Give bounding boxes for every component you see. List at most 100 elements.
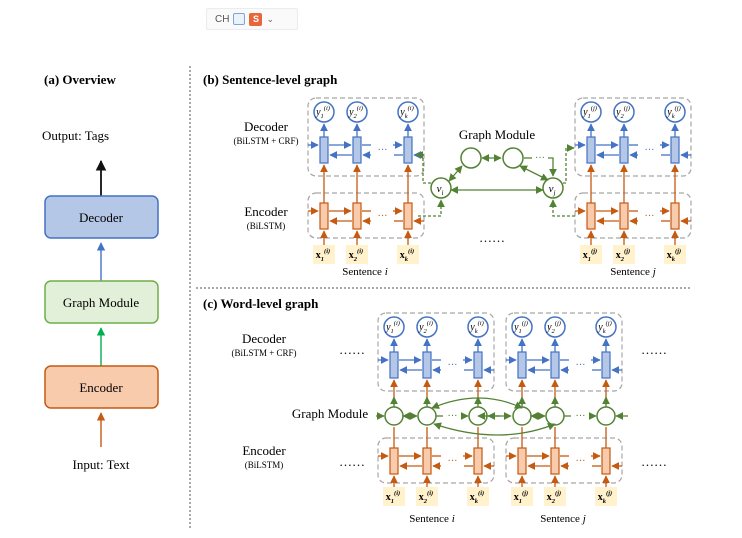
b-sentence-i-token-2: x2(i) [349, 248, 363, 263]
c-graph-node-1-1 [512, 406, 532, 426]
c-sentence-j-token-bg-1 [511, 487, 533, 506]
browser-toolbar: CH S ⌄ [206, 8, 298, 30]
b-dash-enc-j-to-vj [549, 199, 575, 217]
encoder-block-label: Encoder [79, 380, 123, 395]
c-sentence-j-encoder-cell-k [601, 447, 611, 475]
graph-module-block-label: Graph Module [63, 295, 139, 310]
b-sentence-i-output-label-k: yk(i) [399, 105, 413, 120]
panel-b-decoder-label: Decoder [244, 119, 289, 134]
b-sentence-i-enc-dots: ··· [378, 211, 388, 222]
b-graph-node-0 [460, 147, 482, 169]
b-sentence-j-token-bg-2 [613, 245, 635, 264]
b-graph-node-1 [502, 147, 524, 169]
c-sentence-i-token-2: x2(i) [419, 490, 433, 505]
c-sentence-i-enc-dots: ··· [448, 456, 458, 467]
b-sentence-i-decoder-cell-2 [352, 136, 362, 164]
panel-c-graph-module-label: Graph Module [292, 406, 368, 421]
c-cross-edge-2 [433, 422, 556, 436]
b-sentence-i-encoder-cell-1 [319, 202, 329, 230]
panel-a-title: (a) Overview [44, 72, 116, 87]
c-sentence-i-output-label-1: y1(i) [385, 320, 400, 335]
panel-b-encoder-sub: (BiLSTM) [247, 221, 286, 231]
c-sentence-j-output-label-2: y2(j) [546, 320, 561, 335]
panel-b-decoder-sub: (BiLSTM + CRF) [233, 136, 298, 146]
b-sentence-j-encoder-cell-2 [619, 202, 629, 230]
c-sentence-i-token-bg-2 [416, 487, 438, 506]
c-cross-edge-1 [431, 397, 523, 409]
c-sentence-j-decoder-cell-1 [517, 351, 527, 379]
c-sentence-j-encoder-cell-1 [517, 447, 527, 475]
b-sentence-i-decoder-cell-1 [319, 136, 329, 164]
b-graph-dots: ··· [535, 153, 545, 164]
panel-c-ellipsis-left-top: …… [339, 342, 365, 357]
b-sentence-j-output-label-k: yk(j) [666, 105, 680, 120]
c-sentence-j-token-k: xk(j) [598, 490, 612, 505]
b-edge-vi-n0 [448, 165, 463, 182]
c-graph-node-1-2 [545, 406, 565, 426]
c-sentence-i-token-bg-k [467, 487, 489, 506]
panel-c-encoder-sub: (BiLSTM) [245, 460, 284, 470]
generated-diagram-elements: y1(i)x1(i)y2(i)x2(i)yk(i)xk(i)······y1(j… [307, 97, 692, 525]
language-label[interactable]: CH [215, 13, 230, 25]
c-sentence-i-decoder-cell-k [473, 351, 483, 379]
b-sentence-j-dec-dots: ··· [645, 145, 655, 156]
c-sentence-i-label: Sentence i [409, 513, 455, 525]
c-sentence-i-dec-dots: ··· [448, 360, 458, 371]
c-sentence-i-output-label-2: y2(i) [418, 320, 433, 335]
b-sentence-i-token-bg-1 [313, 245, 335, 264]
b-sentence-i-encoder-container [307, 192, 425, 239]
panel-b-title: (b) Sentence-level graph [203, 72, 338, 87]
b-node-vj-label: vj [549, 183, 556, 197]
chevron-down-icon[interactable]: ⌄ [266, 13, 274, 24]
b-sentence-j-label: Sentence j [610, 266, 656, 278]
input-text-label: Input: Text [73, 457, 130, 472]
b-sentence-i-encoder-cell-2 [352, 202, 362, 230]
c-sentence-i-output-node-k [467, 316, 489, 338]
c-sentence-j-output-label-k: yk(j) [597, 320, 611, 335]
b-sentence-j-encoder-cell-k [670, 202, 680, 230]
c-sentence-j-output-node-1 [511, 316, 533, 338]
b-sentence-j-output-label-1: y1(j) [582, 105, 597, 120]
b-sentence-i-decoder-container [307, 97, 425, 177]
b-sentence-j-decoder-cell-1 [586, 136, 596, 164]
b-sentence-j-output-node-2 [613, 101, 635, 123]
encoder-block [44, 365, 159, 409]
b-sentence-i-output-label-2: y2(i) [348, 105, 363, 120]
c-sentence-i-encoder-cell-2 [422, 447, 432, 475]
b-sentence-i-token-bg-k [397, 245, 419, 264]
c-graph-node-1-k [596, 406, 616, 426]
c-sentence-i-encoder-container [377, 437, 495, 484]
c-sentence-j-enc-dots: ··· [576, 456, 586, 467]
b-sentence-i-dec-dots: ··· [378, 145, 388, 156]
c-sentence-i-output-label-k: yk(i) [469, 320, 483, 335]
panel-b-graph-module-label: Graph Module [459, 127, 535, 142]
c-sentence-j-token-1: x1(j) [514, 490, 528, 505]
panel-c-ellipsis-right-top: …… [641, 342, 667, 357]
panel-c-encoder-label: Encoder [242, 443, 286, 458]
c-sentence-j-decoder-container [505, 312, 623, 392]
panel-c-decoder-label: Decoder [242, 331, 287, 346]
b-sentence-j-token-2: x2(j) [616, 248, 630, 263]
s-logo-icon[interactable]: S [249, 12, 263, 26]
b-sentence-j-token-bg-k [664, 245, 686, 264]
panel-c-title: (c) Word-level graph [203, 296, 319, 311]
b-sentence-j-output-node-1 [580, 101, 602, 123]
b-sentence-i-token-k: xk(i) [400, 248, 414, 263]
c-sentence-j-encoder-cell-2 [550, 447, 560, 475]
document-icon[interactable] [233, 13, 246, 25]
c-sentence-i-token-k: xk(i) [470, 490, 484, 505]
c-sentence-i-encoder-cell-1 [389, 447, 399, 475]
c-sentence-i-decoder-cell-1 [389, 351, 399, 379]
b-sentence-j-encoder-cell-1 [586, 202, 596, 230]
b-sentence-i-output-node-k [397, 101, 419, 123]
b-sentence-j-output-node-k [664, 101, 686, 123]
c-graph-node-0-2 [417, 406, 437, 426]
c-sentence-i-output-node-2 [416, 316, 438, 338]
c-sentence-j-output-node-k [595, 316, 617, 338]
c-graph-node-0-1 [384, 406, 404, 426]
panel-a-overview: (a) Overview Output: Tags Decoder Graph … [42, 72, 159, 472]
c-sentence-i-decoder-container [377, 312, 495, 392]
b-sentence-i-output-node-2 [346, 101, 368, 123]
b-sentence-i-encoder-cell-k [403, 202, 413, 230]
b-edge-n1-vj [519, 165, 549, 181]
